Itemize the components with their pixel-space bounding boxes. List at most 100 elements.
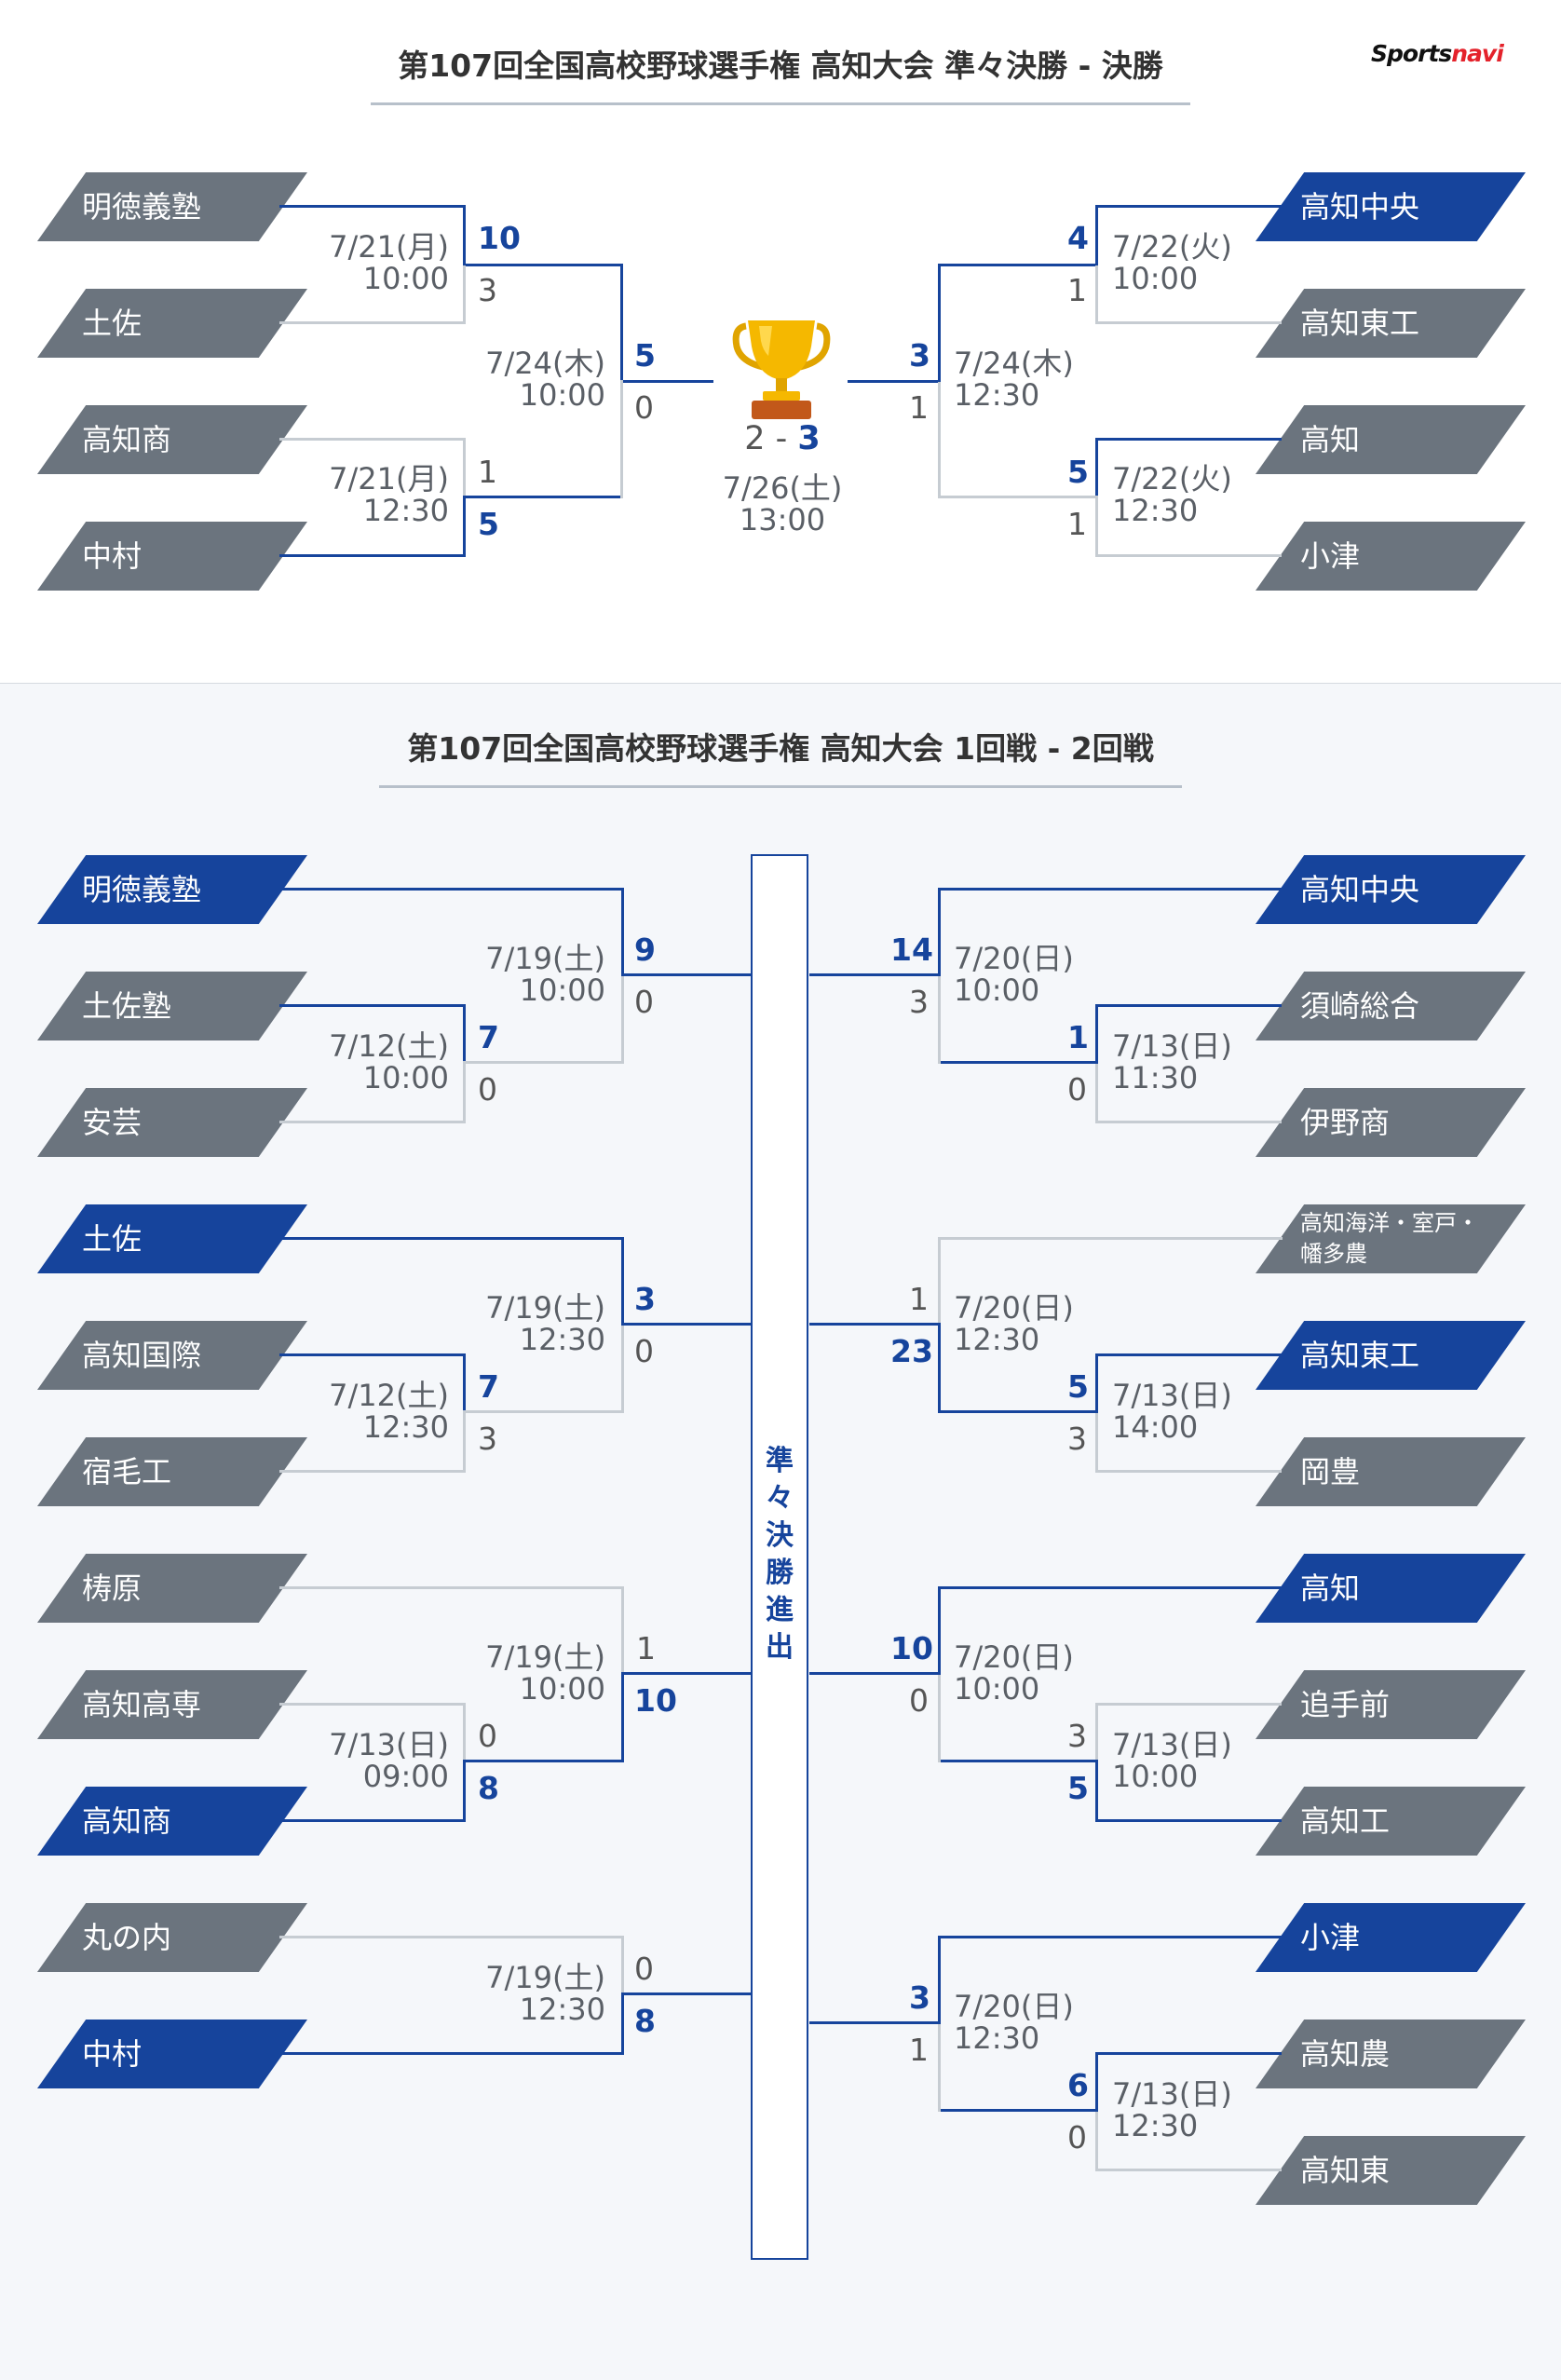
bracket-line: [463, 1410, 624, 1413]
bracket-line: [1095, 438, 1282, 441]
team-kochi-ko: 高知工: [1256, 1787, 1526, 1856]
bracket-line: [463, 1703, 466, 1761]
final-score: 2 - 3: [744, 420, 821, 457]
score: 0: [1067, 2119, 1087, 2156]
team-susaki-sogo: 須崎総合: [1256, 972, 1526, 1040]
team-kochi-kokusai: 高知国際: [37, 1321, 307, 1390]
score: 0: [634, 1333, 654, 1369]
bracket-line: [620, 264, 623, 382]
match-date: 7/24(木)12:30: [954, 346, 1074, 413]
bracket-line: [279, 205, 466, 208]
bracket-line: [1095, 1703, 1282, 1706]
bracket-line: [938, 976, 941, 1064]
match-date: 7/19(土)12:30: [485, 1960, 605, 2027]
bracket-line: [1095, 2052, 1098, 2111]
bracket-line: [938, 1586, 1283, 1589]
team-yusuhara: 梼原: [37, 1554, 307, 1623]
score: 7: [478, 1019, 499, 1055]
score: 0: [1067, 1071, 1087, 1108]
bracket-line: [1095, 205, 1282, 208]
team-otsu: 小津: [1256, 522, 1526, 591]
bracket-line: [463, 1353, 466, 1412]
match-date: 7/13(日)10:00: [1112, 1727, 1232, 1794]
bracket-line: [1095, 1819, 1282, 1822]
score: 0: [478, 1071, 497, 1108]
match-date: 7/13(日)12:30: [1112, 2076, 1232, 2143]
team-kochi-kaiyo-muroto-hatanou: 高知海洋・室戸・幡多農: [1256, 1204, 1526, 1273]
bracket-line: [463, 438, 466, 496]
bracket-line: [279, 438, 466, 441]
bracket-line: [279, 1004, 466, 1007]
bracket-line: [1095, 2169, 1282, 2171]
score: 0: [634, 389, 654, 426]
match-date: 7/21(月)10:00: [329, 229, 449, 296]
bracket-line: [279, 1586, 624, 1589]
score: 5: [634, 337, 656, 374]
score: 5: [1067, 1770, 1089, 1806]
bracket-line: [938, 496, 1098, 498]
team-kochi-higashi-ko: 高知東工: [1256, 1321, 1526, 1390]
bracket-line: [938, 2109, 1098, 2112]
score: 8: [478, 1770, 499, 1806]
score: 5: [1067, 454, 1089, 490]
score: 6: [1067, 2067, 1089, 2103]
bracket-line: [621, 888, 624, 976]
bracket-line: [463, 496, 466, 557]
bracket-line: [621, 1992, 752, 1995]
match-date: 7/19(土)10:00: [485, 1639, 605, 1707]
match-date: 7/13(日)11:30: [1112, 1028, 1232, 1095]
bracket-line: [1095, 2111, 1098, 2171]
bracket-line: [1095, 205, 1098, 265]
team-kochi-higashi: 高知東: [1256, 2136, 1526, 2205]
bracket-line: [463, 205, 466, 265]
bottom-bracket-title: 第107回全国高校野球選手権 高知大会 1回戦 - 2回戦: [407, 730, 1154, 767]
bracket-line: [809, 1323, 941, 1326]
bracket-line: [1095, 1121, 1282, 1123]
team-kochi-kosen: 高知高専: [37, 1670, 307, 1739]
match-date: 7/20(日)12:30: [954, 1290, 1074, 1357]
final-date: 7/26(土)13:00: [722, 470, 843, 537]
bracket-line: [938, 1586, 941, 1675]
match-date: 7/24(木)10:00: [485, 346, 605, 413]
score: 1: [636, 1630, 656, 1666]
bracket-line: [463, 1063, 466, 1123]
bracket-line: [1095, 1761, 1098, 1822]
team-nakamura: 中村: [37, 522, 307, 591]
score: 0: [634, 1951, 654, 1987]
team-kochi: 高知: [1256, 1554, 1526, 1623]
team-otsu: 小津: [1256, 1903, 1526, 1972]
score: 3: [478, 1421, 497, 1457]
top-bracket-title: 第107回全国高校野球選手権 高知大会 準々決勝 - 決勝: [398, 48, 1163, 84]
match-date: 7/22(火)12:30: [1112, 461, 1232, 528]
score: 3: [634, 1281, 656, 1317]
match-date: 7/20(日)12:30: [954, 1989, 1074, 2056]
score: 1: [909, 389, 929, 426]
match-date: 7/20(日)10:00: [954, 1639, 1074, 1707]
score: 4: [1067, 220, 1089, 256]
bracket-line: [463, 1061, 624, 1064]
bracket-line: [1095, 438, 1098, 498]
bracket-line: [938, 382, 941, 498]
team-aki: 安芸: [37, 1088, 307, 1157]
bracket-line: [620, 380, 623, 498]
bracket-line: [279, 1470, 466, 1473]
score: 7: [478, 1368, 499, 1405]
bracket-line: [463, 1760, 624, 1762]
score: 14: [890, 932, 933, 968]
trophy-icon: [732, 320, 831, 419]
score: 10: [634, 1682, 677, 1719]
bracket-line: [621, 973, 752, 976]
bracket-line: [621, 1237, 624, 1326]
score: 10: [478, 220, 521, 256]
bracket-line: [621, 1326, 624, 1413]
bracket-line: [1095, 1412, 1098, 1473]
score: 3: [909, 337, 930, 374]
bracket-line: [279, 554, 466, 557]
team-ino-sho: 伊野商: [1256, 1088, 1526, 1157]
team-otemae: 追手前: [1256, 1670, 1526, 1739]
bracket-line: [463, 265, 466, 324]
bracket-line: [938, 888, 941, 976]
score: 3: [909, 1979, 930, 2016]
bracket-line: [1095, 1004, 1098, 1063]
team-okou: 岡豊: [1256, 1437, 1526, 1506]
